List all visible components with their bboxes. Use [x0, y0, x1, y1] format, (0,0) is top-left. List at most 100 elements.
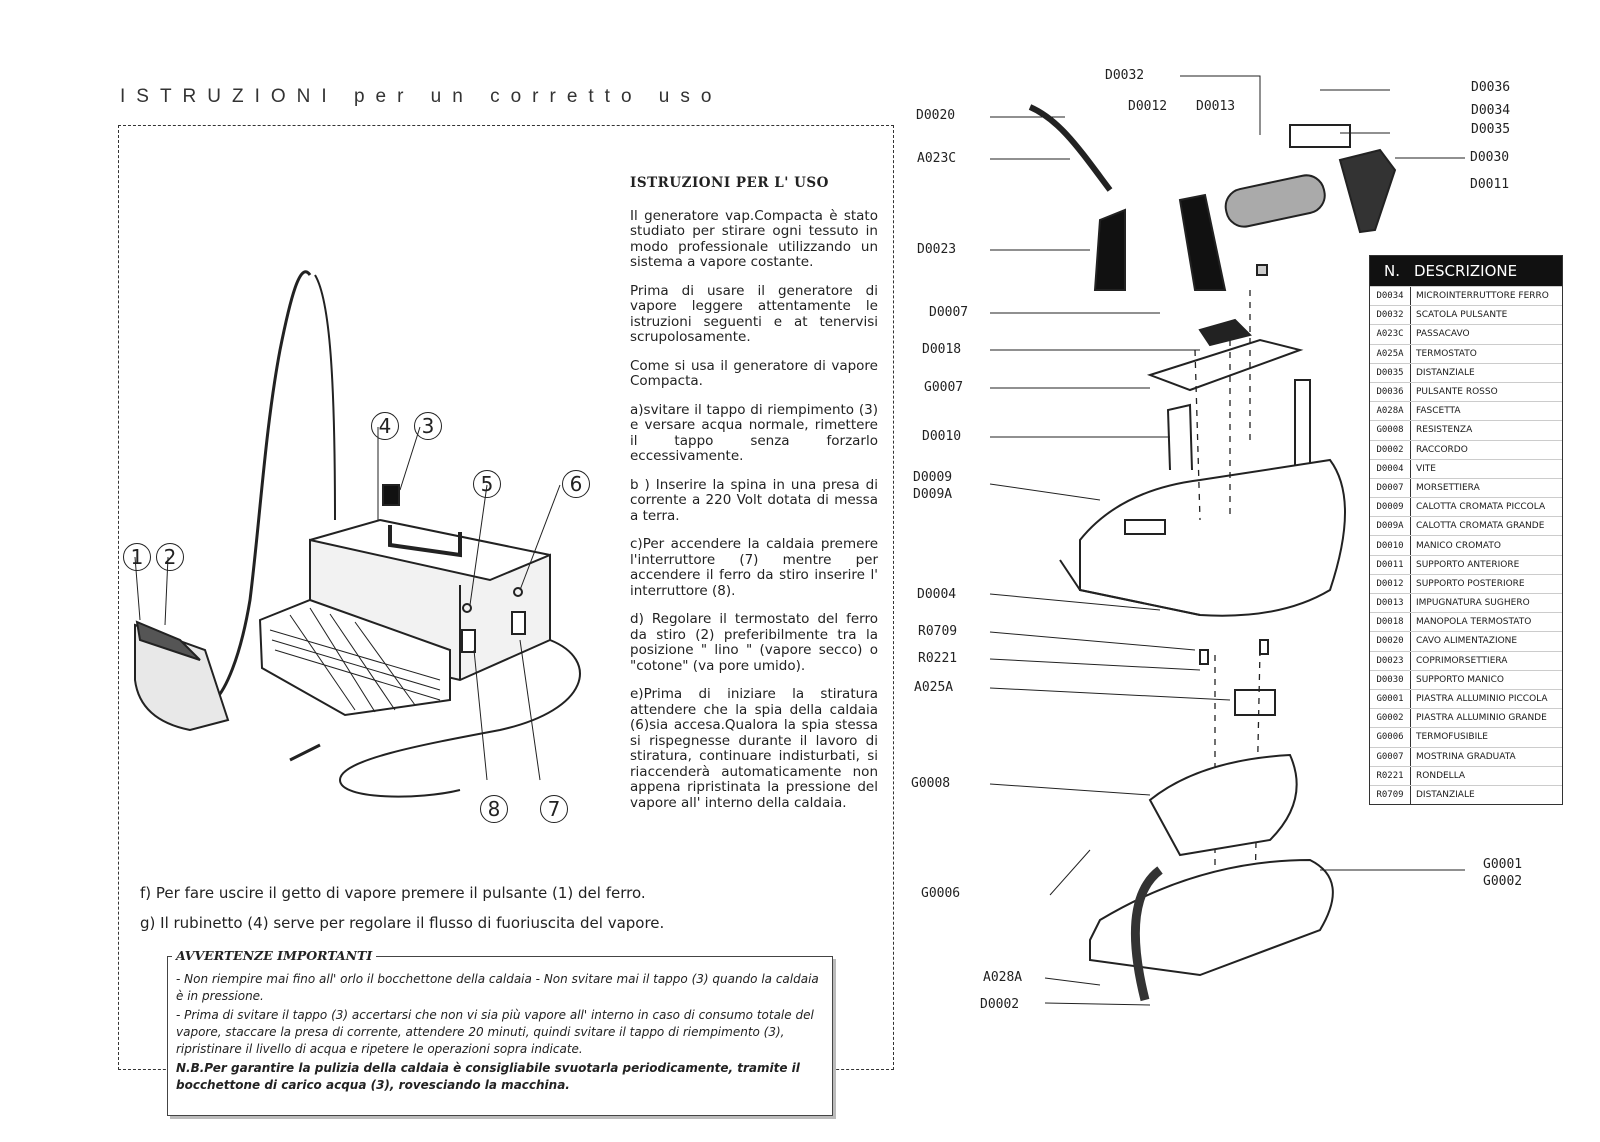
- table-row: D009A CALOTTA CROMATA GRANDE: [1370, 516, 1562, 536]
- table-row: D0004 VITE: [1370, 458, 1562, 478]
- part-label-d0023: D0023: [917, 242, 957, 257]
- part-code: R0221: [1370, 766, 1411, 785]
- callout-7: 7: [540, 795, 568, 823]
- part-label-d0030: D0030: [1470, 150, 1510, 165]
- table-row: D0036 PULSANTE ROSSO: [1370, 381, 1562, 402]
- table-row: D0030 SUPPORTO MANICO: [1370, 669, 1562, 689]
- instructions-heading: ISTRUZIONI PER L' USO: [630, 175, 829, 191]
- part-description: CALOTTA CROMATA PICCOLA: [1416, 502, 1546, 513]
- part-code: D0035: [1370, 363, 1411, 382]
- part-code: D0018: [1370, 613, 1411, 632]
- part-description: PIASTRA ALLUMINIO PICCOLA: [1416, 694, 1548, 705]
- part-code: R0709: [1370, 785, 1411, 805]
- part-description: RESISTENZA: [1416, 425, 1473, 436]
- table-row: D0032 SCATOLA PULSANTE: [1370, 305, 1562, 325]
- part-description: MOSTRINA GRADUATA: [1416, 751, 1516, 762]
- instruction-step-g: g) Il rubinetto (4) serve per regolare i…: [140, 914, 665, 932]
- part-code: D0011: [1370, 555, 1411, 574]
- part-code: D0009: [1370, 498, 1411, 517]
- instruction-step-d: d) Regolare il termostato del ferro da s…: [630, 611, 878, 674]
- part-description: TERMOFUSIBILE: [1416, 732, 1488, 743]
- part-label-d0020: D0020: [916, 108, 956, 123]
- exploded-iron-drawing: [989, 75, 1465, 1006]
- part-code: D0010: [1370, 536, 1411, 555]
- part-description: CALOTTA CROMATA GRANDE: [1416, 521, 1545, 532]
- part-description: COPRIMORSETTIERA: [1416, 655, 1508, 666]
- table-row: D0009 CALOTTA CROMATA PICCOLA: [1370, 497, 1562, 517]
- part-description: RONDELLA: [1416, 770, 1466, 781]
- instruction-step-f: f) Per fare uscire il getto di vapore pr…: [140, 884, 646, 902]
- table-row: G0007 MOSTRINA GRADUATA: [1370, 746, 1562, 766]
- part-code: D0023: [1370, 651, 1411, 670]
- part-code: D0036: [1370, 382, 1411, 402]
- part-label-a028a: A028A: [983, 970, 1023, 985]
- warnings-title: AVVERTENZE IMPORTANTI: [172, 947, 377, 964]
- table-row: A025A TERMOSTATO: [1370, 343, 1562, 363]
- part-code: D0002: [1370, 440, 1411, 459]
- part-code: G0006: [1370, 728, 1411, 747]
- part-label-g0002: G0002: [1483, 874, 1523, 889]
- part-code: G0001: [1370, 689, 1411, 709]
- part-code: A023C: [1370, 325, 1411, 344]
- part-label-d009a: D009A: [913, 487, 953, 502]
- callout-3: 3: [414, 412, 442, 440]
- part-code: D0004: [1370, 459, 1411, 478]
- parts-table-body: D0034 MICROINTERRUTTORE FERRO D0032 SCATOLA…: [1370, 286, 1562, 805]
- part-description: VITE: [1416, 463, 1436, 474]
- table-row: D0023 COPRIMORSETTIERA: [1370, 650, 1562, 670]
- part-code: D0007: [1370, 478, 1411, 498]
- part-code: D0034: [1370, 287, 1411, 306]
- part-label-d0036: D0036: [1471, 80, 1511, 95]
- parts-table-header-code: N.: [1384, 262, 1400, 280]
- warning-item: - Non riempire mai fino all' orlo il boc…: [176, 972, 819, 1003]
- part-code: D0012: [1370, 574, 1411, 593]
- part-code: G0007: [1370, 747, 1411, 766]
- part-code: A025A: [1370, 344, 1411, 363]
- part-description: TERMOSTATO: [1416, 348, 1477, 359]
- table-row: D0034 MICROINTERRUTTORE FERRO: [1370, 286, 1562, 306]
- part-label-g0001: G0001: [1483, 857, 1523, 872]
- callout-1: 1: [123, 543, 151, 571]
- part-code: D0032: [1370, 306, 1411, 325]
- part-description: SCATOLA PULSANTE: [1416, 310, 1508, 321]
- part-description: MICROINTERRUTTORE FERRO: [1416, 291, 1549, 302]
- part-code: D0030: [1370, 670, 1411, 689]
- part-description: SUPPORTO MANICO: [1416, 674, 1504, 685]
- warning-item: - Prima di svitare il tappo (3) accertar…: [176, 1008, 814, 1056]
- parts-table-header: N. DESCRIZIONE: [1370, 256, 1562, 286]
- part-description: IMPUGNATURA SUGHERO: [1416, 598, 1530, 609]
- instruction-step-e: e)Prima di iniziare la stiratura attende…: [630, 686, 878, 811]
- part-code: D009A: [1370, 517, 1411, 536]
- table-row: R0221 RONDELLA: [1370, 765, 1562, 785]
- callout-4: 4: [371, 412, 399, 440]
- part-description: PASSACAVO: [1416, 329, 1470, 340]
- instructions-column: ISTRUZIONI PER L' USO Il generatore vap.…: [630, 170, 878, 824]
- part-label-d0018: D0018: [922, 342, 962, 357]
- parts-table-header-desc: DESCRIZIONE: [1414, 262, 1518, 280]
- part-label-d0004: D0004: [917, 587, 957, 602]
- table-row: D0011 SUPPORTO ANTERIORE: [1370, 554, 1562, 574]
- steam-generator-drawing: [134, 270, 581, 798]
- part-label-r0221: R0221: [918, 651, 958, 666]
- callout-2: 2: [156, 543, 184, 571]
- part-description: MANOPOLA TERMOSTATO: [1416, 617, 1532, 628]
- table-row: G0006 TERMOFUSIBILE: [1370, 727, 1562, 747]
- part-label-d0034: D0034: [1471, 103, 1511, 118]
- callout-5: 5: [473, 470, 501, 498]
- part-label-d0013: D0013: [1196, 99, 1236, 114]
- part-description: SUPPORTO ANTERIORE: [1416, 559, 1520, 570]
- instruction-step-c: c)Per accendere la caldaia premere l'int…: [630, 536, 878, 599]
- instruction-paragraph: Il generatore vap.Compacta è stato studi…: [630, 207, 878, 270]
- part-description: PULSANTE ROSSO: [1416, 387, 1498, 398]
- table-row: D0018 MANOPOLA TERMOSTATO: [1370, 612, 1562, 632]
- instruction-step-a: a)svitare il tappo di riempimento (3) e …: [630, 401, 878, 464]
